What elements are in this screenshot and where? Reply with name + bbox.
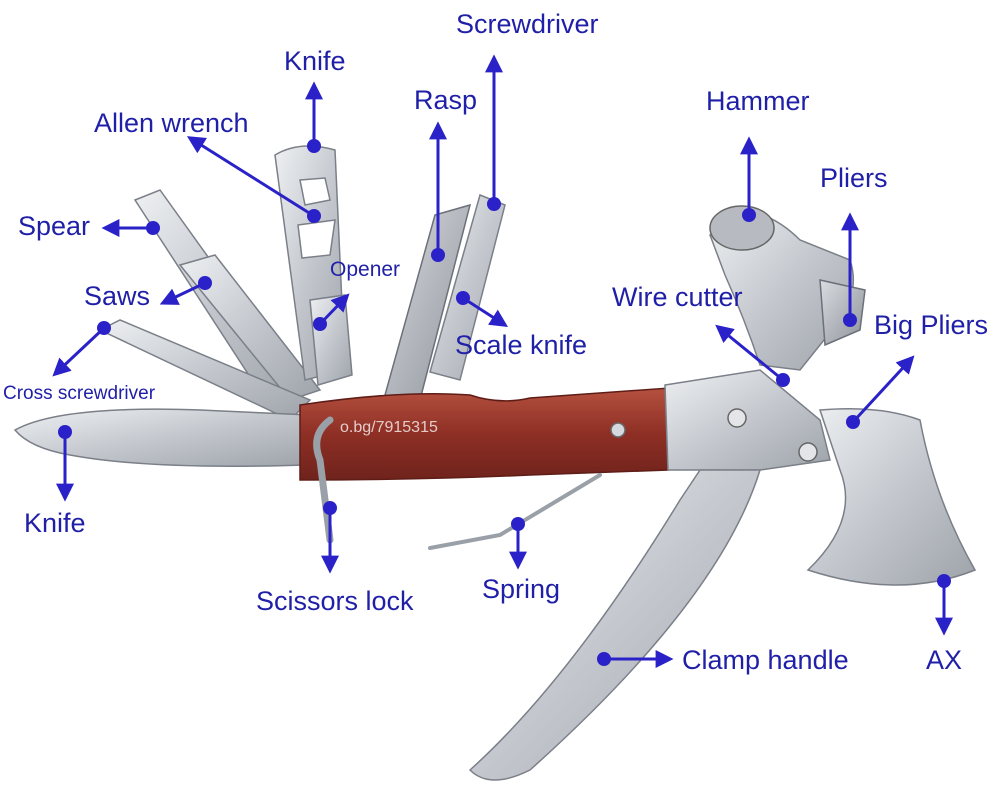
axe-head [806,408,977,586]
big-pliers-arrow [851,355,915,424]
pivot-rivet-1 [727,408,747,428]
label-knife-top: Knife [284,46,346,76]
callout-labels: Screwdriver Knife Rasp Hammer Allen wren… [3,9,988,675]
allen-wrench-arrow [186,136,315,218]
label-screwdriver: Screwdriver [456,9,599,39]
label-big-pliers: Big Pliers [874,310,988,340]
pliers-frame [664,369,831,471]
spring-wire [428,473,602,550]
left-knife-blade [13,408,311,467]
saw-blade [178,254,322,401]
label-cross-screwdriver: Cross screwdriver [3,383,156,404]
opener-dot [313,317,327,331]
label-clamp-handle: Clamp handle [682,645,849,675]
allen-wrench-hole-2 [297,219,336,259]
wire-cutter-arrow [715,324,784,382]
big-pliers-dot [846,415,860,429]
scissors-lock-ring [313,416,334,544]
label-pliers: Pliers [820,163,888,193]
allen-wrench-dot [307,209,321,223]
saws-arrow [159,281,206,305]
pliers-jaws [819,279,866,347]
clamp-handle-dot [597,652,611,666]
scale-knife-arrow [462,296,509,327]
knife-left-dot [58,425,72,439]
label-spring: Spring [482,574,560,604]
label-spear: Spear [18,211,90,241]
scale-knife-dot [456,291,470,305]
handle-rivet [610,422,626,438]
scissors-lock-dot [323,501,337,515]
opener-blade [309,294,353,386]
label-rasp: Rasp [414,85,477,115]
saws-dot [198,276,212,290]
label-opener: Opener [330,258,400,281]
hammer-face [709,205,775,251]
cross-screwdriver-dot [97,321,111,335]
ax-dot [937,574,951,588]
callout-arrows [52,54,953,668]
clamp-handle-shape [468,469,762,781]
pliers-dot [843,313,857,327]
watermark-text: o.bg/7915315 [340,419,438,436]
screwdriver-dot [487,197,501,211]
label-scale-knife: Scale knife [455,330,587,360]
wire-cutter-dot [776,373,790,387]
label-hammer: Hammer [706,86,810,116]
rasp-dot [431,248,445,262]
pivot-rivet-2 [798,442,818,462]
label-wire-cutter: Wire cutter [612,282,743,312]
label-ax: AX [926,645,962,675]
label-saws: Saws [84,281,150,311]
cross-screwdriver-arrow [52,326,106,377]
knife-top-dot [307,139,321,153]
hammer-dot [742,208,756,222]
label-scissors-lock: Scissors lock [256,586,414,616]
spring-dot [511,517,525,531]
label-allen-wrench: Allen wrench [94,108,249,138]
tool-illustration [13,145,977,781]
label-knife-left: Knife [24,508,86,538]
spear-dot [146,221,160,235]
cross-screwdriver-blade [98,319,312,421]
allen-wrench-hole-1 [299,177,331,206]
